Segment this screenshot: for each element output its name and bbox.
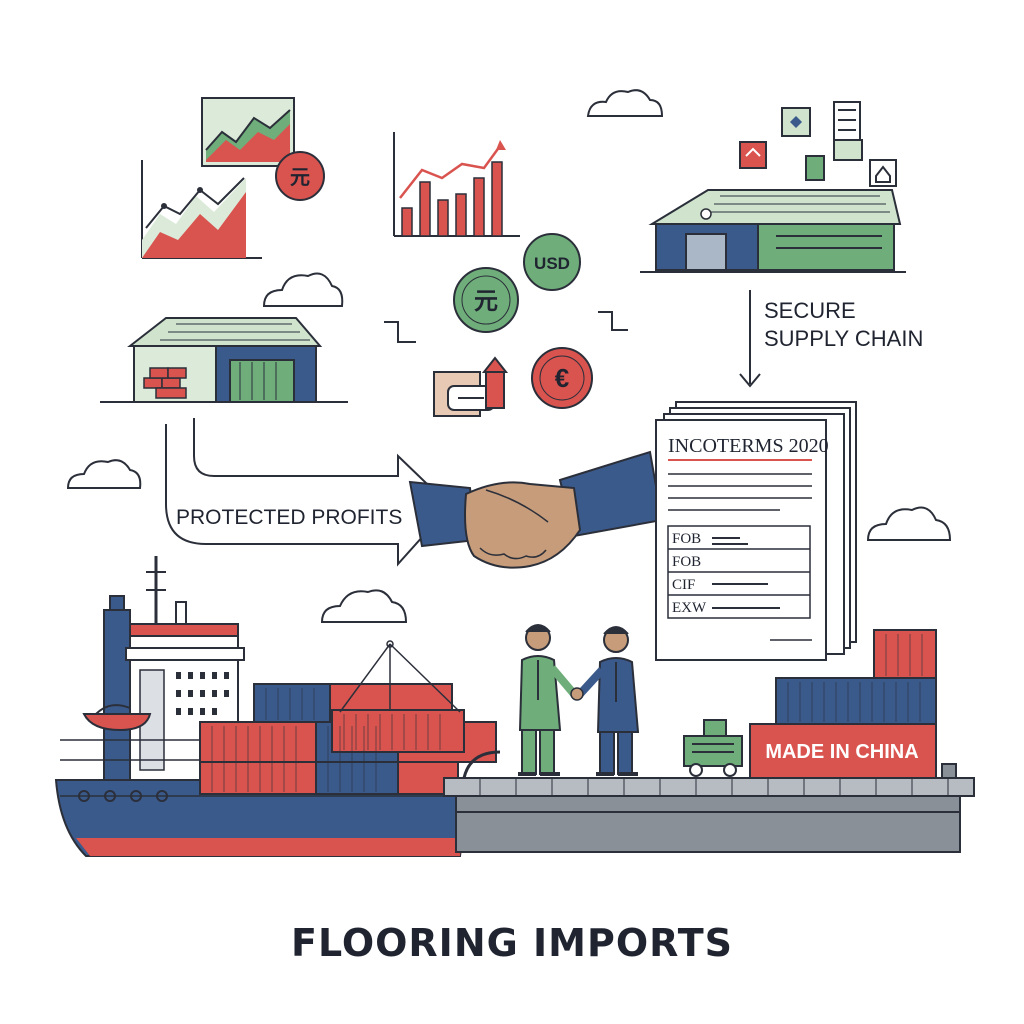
cargo-ship-icon — [54, 556, 472, 857]
yuan-coin-label: 元 — [474, 288, 498, 315]
connector-icon — [384, 311, 628, 343]
secure-label-line2: SUPPLY CHAIN — [764, 326, 923, 351]
businessman-green-icon — [518, 624, 578, 776]
euro-coin-label: € — [555, 363, 569, 393]
cloud-icon — [320, 589, 408, 623]
area-chart-icon — [141, 160, 262, 259]
usd-coin-label: USD — [534, 254, 570, 273]
incoterm-row: CIF — [672, 577, 695, 593]
shipping-container-icon — [199, 683, 497, 795]
incoterm-row: FOB — [672, 554, 701, 570]
container-ribs — [787, 634, 923, 722]
usd-coin-icon: USD — [523, 233, 581, 291]
document-icon: INCOTERMS 2020 FOB FOB CIF EXW — [655, 401, 857, 661]
cloud-icon — [586, 89, 664, 117]
crane-rigging-icon — [339, 640, 461, 713]
warehouse-icon — [640, 189, 906, 273]
cloud-icon — [66, 459, 142, 489]
truck-icon — [683, 719, 743, 777]
dock-icon — [443, 750, 975, 853]
yuan-coin-label: 元 — [290, 167, 310, 189]
businessman-navy-icon — [577, 626, 640, 776]
euro-coin-icon: € — [531, 347, 593, 409]
container-ribs — [211, 688, 441, 792]
bollard-icon — [941, 763, 957, 779]
profits-arrow-icon — [165, 418, 452, 567]
down-arrow-icon — [739, 290, 761, 388]
incoterm-row: EXW — [672, 600, 707, 616]
incoterm-row: FOB — [672, 531, 701, 547]
protected-profits-label: PROTECTED PROFITS — [176, 506, 402, 529]
cloud-icon — [866, 506, 952, 541]
yuan-coin-icon: 元 — [275, 151, 325, 201]
document-small-icon — [433, 356, 509, 417]
shipping-container-icon — [749, 629, 937, 779]
area-chart-icon — [201, 97, 295, 167]
document-icons-cluster — [739, 101, 897, 187]
secure-label-line1: SECURE — [764, 298, 856, 323]
bar-chart-icon — [393, 132, 520, 237]
page-title: FLOORING IMPORTS — [291, 921, 733, 965]
yuan-coin-icon: 元 — [453, 267, 519, 333]
made-in-china-label: MADE IN CHINA — [765, 741, 918, 763]
cloud-icon — [262, 272, 344, 307]
incoterms-title: INCOTERMS 2020 — [668, 435, 829, 457]
handshake-icon — [408, 450, 664, 569]
warehouse-icon — [100, 317, 348, 403]
handshake-hands-icon — [570, 687, 584, 701]
